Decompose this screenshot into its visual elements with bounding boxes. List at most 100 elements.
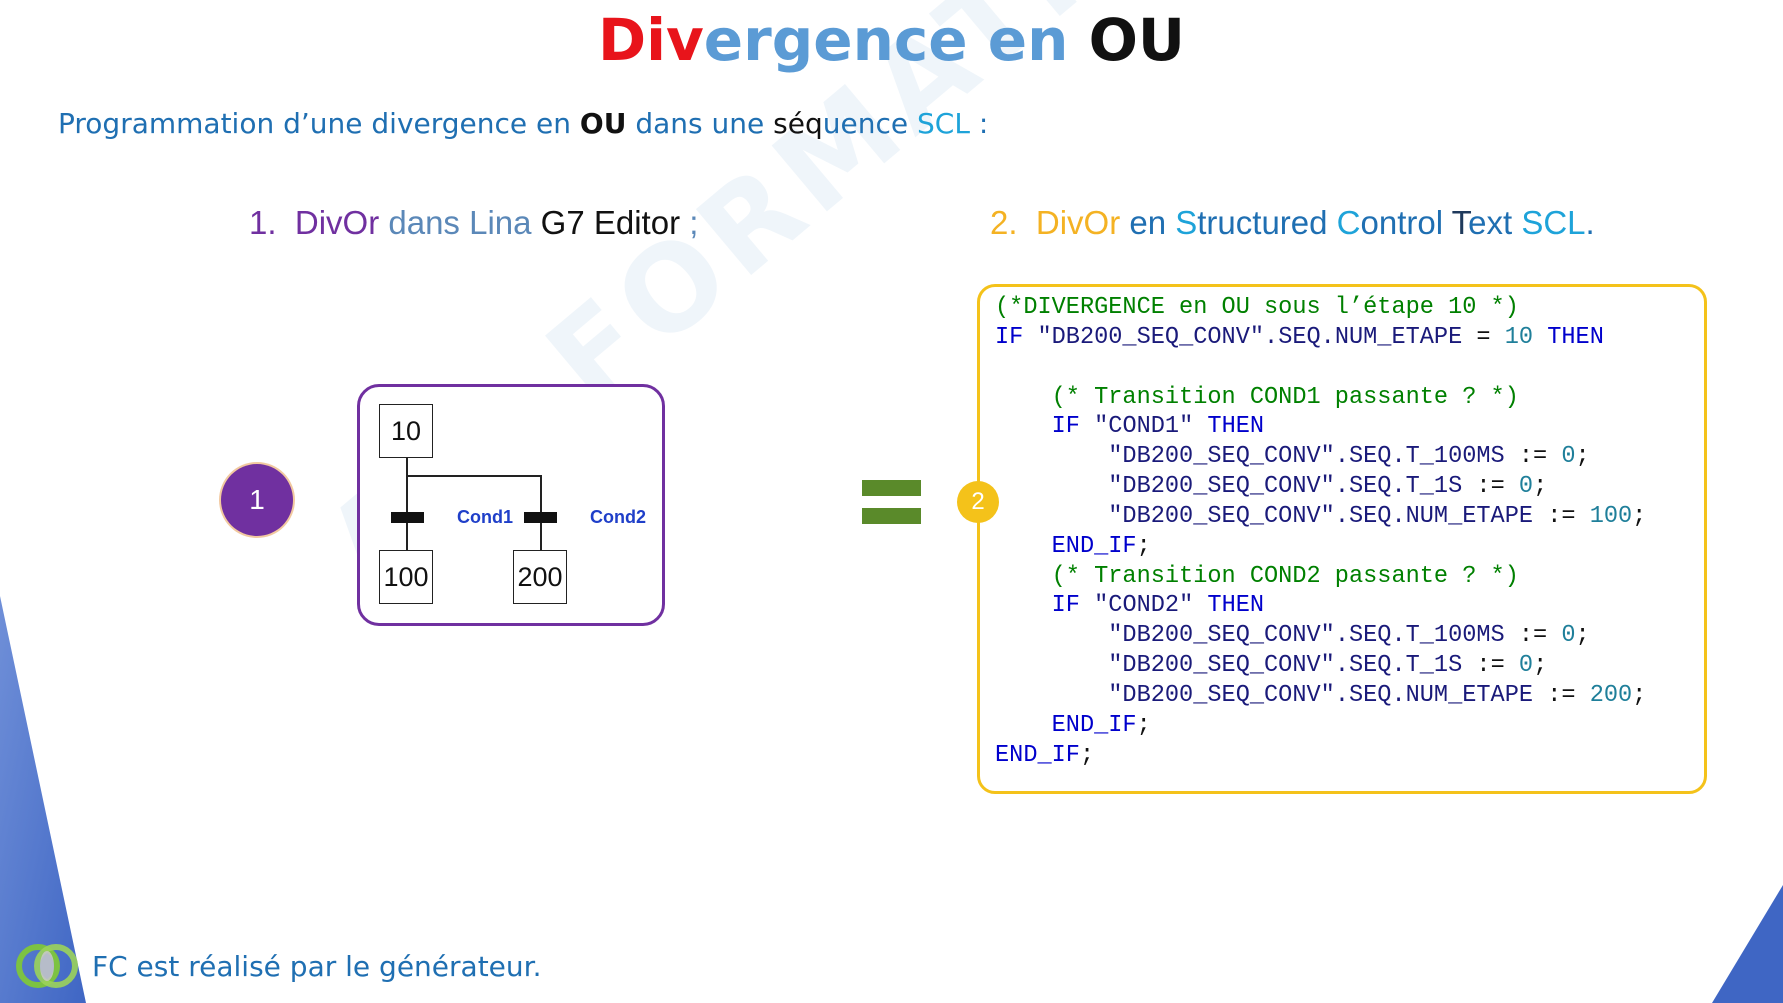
code-semicolon: ; (1136, 532, 1151, 560)
code-line-1: (*DIVERGENCE en OU sous l’étape 10 *) (995, 294, 1519, 321)
item2-ext: ext (1468, 204, 1522, 241)
item2-en: en (1120, 204, 1176, 241)
list-item-1: 1. DivOr dans Lina G7 Editor ; (249, 202, 698, 244)
link-right-to-200 (540, 523, 542, 551)
code-op: := (1547, 502, 1590, 530)
equals-bar-bottom (862, 508, 921, 524)
logo-core (40, 951, 54, 981)
code-member: .SEQ.T_100MS (1334, 622, 1519, 650)
item2-c: C (1336, 204, 1361, 241)
code-end-if-cond1: END_IF (995, 532, 1137, 560)
code-op: := (1476, 473, 1519, 501)
code-number: 200 (1589, 681, 1633, 709)
subtitle-seq: séq (773, 107, 823, 140)
item2-t: T (1451, 204, 1469, 241)
code-then-cond1: THEN (1193, 413, 1265, 441)
code-semicolon: ; (1136, 711, 1151, 739)
code-db-string: "DB200_SEQ_CONV" (995, 473, 1335, 501)
link-right-branch (540, 475, 542, 532)
code-member: .SEQ.T_1S (1334, 473, 1477, 501)
code-if-cond2: IF (995, 592, 1095, 620)
code-op: := (1547, 681, 1590, 709)
code-db-string: "DB200_SEQ_CONV" (995, 622, 1335, 650)
code-if: IF (995, 323, 1038, 351)
code-semicolon: ; (1632, 502, 1647, 530)
code-semicolon: ; (1575, 622, 1590, 650)
item1-dans-lina: dans Lina (379, 204, 541, 241)
divergence-line (406, 475, 541, 477)
code-op: := (1518, 622, 1562, 650)
code-semicolon: ; (1575, 443, 1590, 471)
link-step10-down (406, 458, 408, 533)
code-semicolon: ; (1533, 652, 1548, 680)
list-item-2: 2. DivOr en Structured Control Text SCL. (990, 202, 1595, 244)
badge-2: 2 (957, 481, 999, 523)
step-100: 100 (379, 550, 433, 604)
transition-cond2 (524, 512, 557, 523)
code-then-cond2: THEN (1193, 592, 1265, 620)
code-db-string: "DB200_SEQ_CONV" (995, 502, 1335, 530)
footer-text: FC est réalisé par le générateur. (92, 950, 542, 983)
link-left-to-100 (406, 523, 408, 551)
code-cond2-string: "COND2" (1094, 592, 1194, 620)
title-part-en: en (967, 6, 1089, 74)
code-number: 100 (1589, 502, 1633, 530)
subtitle-colon: : (969, 107, 989, 140)
cond1-label: Cond1 (457, 507, 513, 527)
code-member: .SEQ.T_100MS (1334, 443, 1519, 471)
item2-number: 2. (990, 204, 1018, 241)
item1-divor: DivOr (294, 204, 380, 241)
subtitle: Programmation d’une divergence en OU dan… (58, 106, 988, 142)
title-part-ergence: ergence (703, 6, 968, 74)
item2-period: . (1585, 204, 1595, 241)
code-cond1-string: "COND1" (1094, 413, 1194, 441)
left-triangle-shape (0, 596, 86, 1003)
logo-ring-right (34, 944, 78, 988)
code-member: .SEQ.T_1S (1334, 652, 1477, 680)
code-if-cond1: IF (995, 413, 1095, 441)
code-number: 0 (1518, 652, 1534, 680)
subtitle-ou: OU (579, 107, 627, 140)
item2-tructured: tructured (1197, 204, 1337, 241)
step-200: 200 (513, 550, 567, 604)
scl-code-block: (*DIVERGENCE en OU sous l’étape 10 *) IF… (995, 293, 1646, 771)
code-end-if-cond2: END_IF (995, 711, 1137, 739)
code-semicolon: ; (1533, 473, 1548, 501)
item2-scl: SCL (1521, 204, 1586, 241)
item2-s: S (1175, 204, 1198, 241)
code-member: .SEQ.NUM_ETAPE (1334, 681, 1548, 709)
logo-ring-left (16, 944, 60, 988)
equals-sign (862, 480, 921, 524)
transition-cond1 (391, 512, 424, 523)
code-comment-cond2: (* Transition COND2 passante ? *) (995, 562, 1519, 590)
code-number: 0 (1561, 443, 1576, 471)
code-number: 0 (1561, 622, 1576, 650)
code-op: := (1476, 652, 1519, 680)
code-member: .SEQ.NUM_ETAPE (1264, 323, 1477, 351)
cond2-label: Cond2 (590, 507, 646, 527)
subtitle-seg5: uence (822, 107, 917, 140)
page-title: Divergence en OU (0, 2, 1783, 78)
item1-semicolon: ; (680, 204, 699, 241)
subtitle-seg3: dans une (626, 107, 774, 140)
equals-bar-top (862, 480, 921, 496)
title-part-ou: OU (1088, 6, 1186, 74)
code-op: := (1518, 443, 1562, 471)
subtitle-scl: SCL (917, 107, 970, 140)
scl-code-frame (977, 284, 1707, 794)
code-db-string: "DB200_SEQ_CONV" (995, 681, 1335, 709)
item1-number: 1. (249, 204, 277, 241)
item2-ontrol: ontrol (1360, 204, 1452, 241)
code-member: .SEQ.NUM_ETAPE (1334, 502, 1548, 530)
code-comment-cond1: (* Transition COND1 passante ? *) (995, 383, 1519, 411)
step-10: 10 (379, 404, 433, 458)
grafcet-diagram: 10 Cond1 Cond2 100 200 (357, 384, 665, 626)
code-semicolon: ; (1079, 741, 1095, 769)
logo-icon (16, 944, 78, 988)
code-semicolon: ; (1632, 681, 1647, 709)
code-op: = (1476, 323, 1505, 351)
code-end-if-outer: END_IF (995, 741, 1080, 769)
title-part-div: Div (597, 6, 704, 74)
code-then: THEN (1533, 323, 1604, 351)
